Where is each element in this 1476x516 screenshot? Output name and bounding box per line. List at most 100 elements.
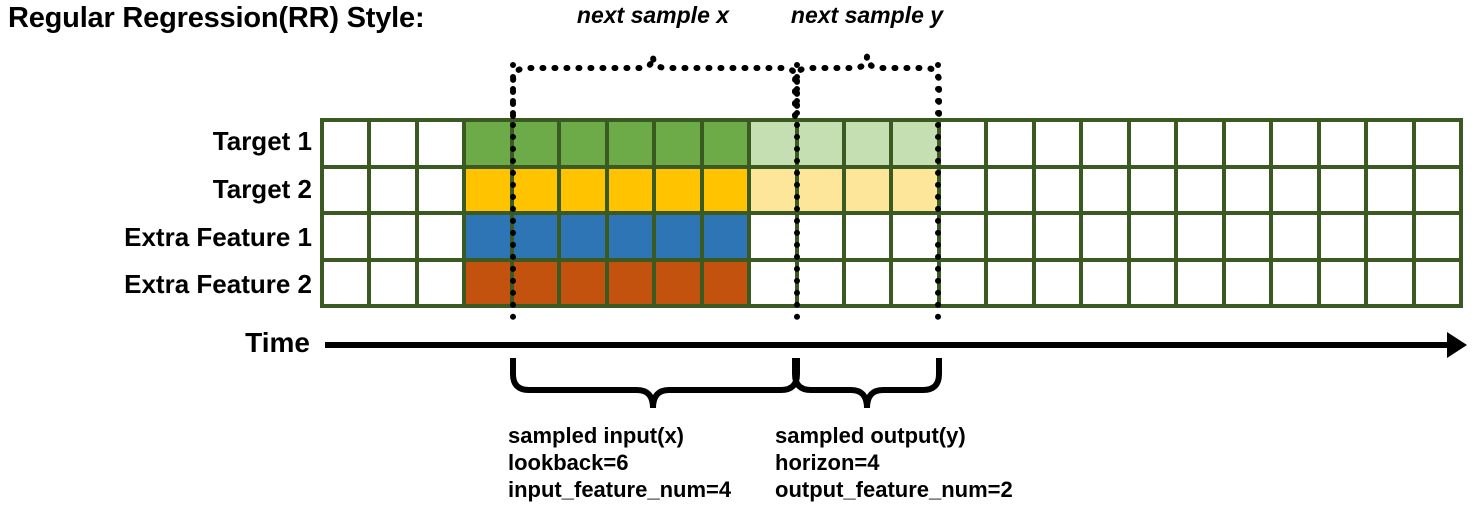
grid-cell-target-2-t5 bbox=[561, 168, 605, 211]
grid-cell-extra-feature-1-t10 bbox=[798, 215, 843, 258]
grid-cell-target-2-t9 bbox=[751, 168, 795, 211]
grid-cell-extra-feature-2-t1 bbox=[371, 261, 415, 304]
grid-cell-extra-feature-2-t4 bbox=[513, 261, 558, 304]
sampled-output-line-1: sampled output(y) bbox=[775, 423, 966, 448]
bottom-brace-sampled-input bbox=[505, 358, 805, 414]
time-axis-label: Time bbox=[245, 327, 310, 358]
grid-cell-target-1-t2 bbox=[418, 122, 463, 165]
grid-cell-extra-feature-1-t14 bbox=[988, 215, 1032, 258]
grid-cell-target-2-t4 bbox=[513, 168, 558, 211]
grid-cell-extra-feature-2-t14 bbox=[988, 261, 1032, 304]
grid-cell-extra-feature-1-t18 bbox=[1178, 215, 1222, 258]
grid-cell-extra-feature-1-t17 bbox=[1130, 215, 1175, 258]
grid-cell-extra-feature-2-t5 bbox=[561, 261, 605, 304]
grid-cell-extra-feature-1-t23 bbox=[1415, 215, 1459, 258]
grid-cell-target-1-t8 bbox=[703, 122, 748, 165]
grid-cell-extra-feature-1-t8 bbox=[703, 215, 748, 258]
grid-cell-extra-feature-1-t5 bbox=[561, 215, 605, 258]
caption-sampled-input: sampled input(x) lookback=6 input_featur… bbox=[508, 422, 731, 503]
grid-cell-extra-feature-2-t8 bbox=[703, 261, 748, 304]
row-label-extra-feature-2: Extra Feature 2 bbox=[124, 269, 312, 299]
grid-cell-target-1-t7 bbox=[656, 122, 700, 165]
grid-cell-extra-feature-1-t15 bbox=[1035, 215, 1080, 258]
grid-cell-extra-feature-2-t6 bbox=[608, 261, 653, 304]
grid-cell-extra-feature-1-t12 bbox=[893, 215, 937, 258]
grid-cell-extra-feature-2-t11 bbox=[846, 261, 890, 304]
timeline-grid bbox=[320, 118, 1463, 308]
right-arrow-icon bbox=[1447, 332, 1467, 358]
grid-cell-extra-feature-1-t9 bbox=[751, 215, 795, 258]
bottom-brace-sampled-output bbox=[789, 358, 945, 414]
grid-cell-target-2-t22 bbox=[1368, 168, 1412, 211]
grid-cell-extra-feature-2-t3 bbox=[466, 261, 510, 304]
caption-sampled-output: sampled output(y) horizon=4 output_featu… bbox=[775, 422, 1013, 503]
grid-cell-target-2-t16 bbox=[1083, 168, 1127, 211]
grid-cell-target-2-t8 bbox=[703, 168, 748, 211]
grid-cell-target-1-t1 bbox=[371, 122, 415, 165]
grid-cell-target-2-t23 bbox=[1415, 168, 1459, 211]
top-brace-next-sample-y bbox=[789, 52, 945, 119]
grid-cell-extra-feature-2-t18 bbox=[1178, 261, 1222, 304]
grid-cell-target-2-t14 bbox=[988, 168, 1032, 211]
grid-cell-target-1-t10 bbox=[798, 122, 843, 165]
grid-cell-extra-feature-2-t0 bbox=[324, 261, 368, 304]
grid-cell-extra-feature-1-t19 bbox=[1225, 215, 1270, 258]
grid-cell-target-2-t3 bbox=[466, 168, 510, 211]
caption-next-sample-x: next sample x bbox=[576, 2, 730, 28]
top-brace-next-sample-x bbox=[505, 52, 805, 119]
grid-cell-target-1-t0 bbox=[324, 122, 368, 165]
page-title: Regular Regression(RR) Style: bbox=[8, 2, 425, 34]
grid-cell-extra-feature-1-t16 bbox=[1083, 215, 1127, 258]
row-label-target-2: Target 2 bbox=[212, 174, 312, 204]
grid-cell-extra-feature-2-t19 bbox=[1225, 261, 1270, 304]
grid-cell-extra-feature-1-t13 bbox=[940, 215, 985, 258]
grid-cell-extra-feature-1-t22 bbox=[1368, 215, 1412, 258]
grid-cell-target-2-t7 bbox=[656, 168, 700, 211]
grid-cell-extra-feature-2-t10 bbox=[798, 261, 843, 304]
caption-next-sample-y: next sample y bbox=[790, 2, 944, 28]
grid-cell-extra-feature-2-t21 bbox=[1320, 261, 1365, 304]
guide-line-output-end bbox=[935, 62, 941, 320]
grid-cell-target-1-t17 bbox=[1130, 122, 1175, 165]
grid-cell-target-1-t6 bbox=[608, 122, 653, 165]
grid-cell-extra-feature-2-t17 bbox=[1130, 261, 1175, 304]
grid-cell-target-2-t17 bbox=[1130, 168, 1175, 211]
grid-cell-extra-feature-1-t21 bbox=[1320, 215, 1365, 258]
guide-line-input-end bbox=[794, 62, 800, 320]
grid-cell-extra-feature-1-t0 bbox=[324, 215, 368, 258]
grid-cell-extra-feature-2-t20 bbox=[1273, 261, 1317, 304]
sampled-input-line-3: input_feature_num=4 bbox=[508, 477, 732, 502]
grid-cell-target-1-t9 bbox=[751, 122, 795, 165]
grid-cell-target-2-t10 bbox=[798, 168, 843, 211]
grid-cell-target-2-t15 bbox=[1035, 168, 1080, 211]
grid-cell-extra-feature-2-t7 bbox=[656, 261, 700, 304]
grid-cell-extra-feature-1-t3 bbox=[466, 215, 510, 258]
time-axis-line bbox=[325, 342, 1453, 348]
grid-cell-extra-feature-1-t7 bbox=[656, 215, 700, 258]
grid-cell-target-1-t20 bbox=[1273, 122, 1317, 165]
grid-cell-extra-feature-2-t23 bbox=[1415, 261, 1459, 304]
grid-cell-target-1-t21 bbox=[1320, 122, 1365, 165]
grid-cell-target-1-t13 bbox=[940, 122, 985, 165]
grid-cell-target-2-t13 bbox=[940, 168, 985, 211]
grid-cell-target-2-t6 bbox=[608, 168, 653, 211]
grid-cell-target-2-t20 bbox=[1273, 168, 1317, 211]
sampled-output-line-2: horizon=4 bbox=[775, 450, 880, 475]
grid-cell-extra-feature-1-t2 bbox=[418, 215, 463, 258]
grid-cell-target-1-t4 bbox=[513, 122, 558, 165]
sampled-input-line-1: sampled input(x) bbox=[508, 423, 685, 448]
row-label-target-1: Target 1 bbox=[212, 126, 312, 156]
guide-line-input-start bbox=[510, 62, 516, 320]
grid-cell-extra-feature-2-t2 bbox=[418, 261, 463, 304]
grid-cell-target-2-t0 bbox=[324, 168, 368, 211]
sampled-output-line-3: output_feature_num=2 bbox=[775, 477, 1013, 502]
grid-cell-extra-feature-2-t16 bbox=[1083, 261, 1127, 304]
grid-cell-target-2-t11 bbox=[846, 168, 890, 211]
grid-cell-target-2-t21 bbox=[1320, 168, 1365, 211]
grid-cell-target-2-t1 bbox=[371, 168, 415, 211]
grid-cell-target-2-t2 bbox=[418, 168, 463, 211]
grid-cell-target-1-t22 bbox=[1368, 122, 1412, 165]
grid-cell-extra-feature-1-t11 bbox=[846, 215, 890, 258]
grid-cell-target-1-t3 bbox=[466, 122, 510, 165]
